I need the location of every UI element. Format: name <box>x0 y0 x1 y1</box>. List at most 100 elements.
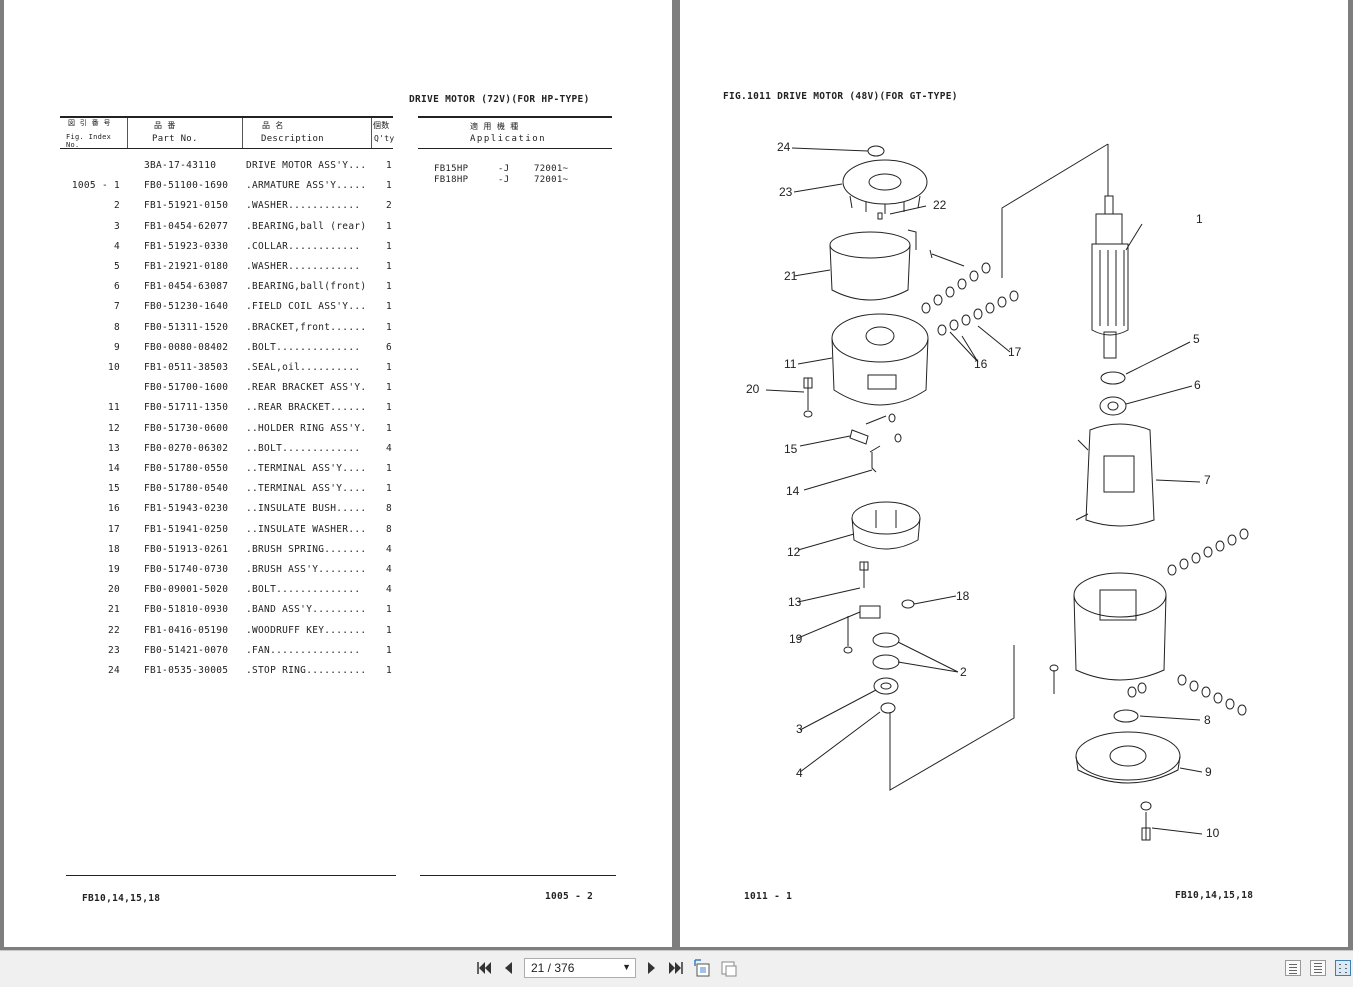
quantity-cell: 1 <box>386 422 393 434</box>
part-number-cell: FB0-51780-0540 <box>144 483 229 495</box>
exploded-diagram <box>765 143 1249 841</box>
callout-17: 17 <box>1008 345 1022 359</box>
description-cell: .STOP RING.......... <box>246 665 367 676</box>
index-cell: 6 <box>113 281 120 293</box>
part-number-cell: FB1-51943-0230 <box>144 503 229 515</box>
part-number-cell: FB0-51740-0730 <box>144 564 229 575</box>
callout-10: 10 <box>1206 826 1220 840</box>
index-cell: 9 <box>113 341 120 353</box>
part-number-cell: 3BA-17-43110 <box>144 160 217 171</box>
left-footer-series: FB10,14,15,18 <box>82 893 161 904</box>
next-page-button[interactable] <box>642 958 662 978</box>
description-cell: ..BOLT............. <box>246 442 361 454</box>
description-cell: .BEARING,ball (rear) <box>246 220 367 232</box>
description-cell: ..TERMINAL ASS'Y.... <box>246 483 367 495</box>
index-cell: 1005 - 1 <box>71 180 120 192</box>
part-number-cell: FB1-0535-30005 <box>144 665 229 676</box>
description-cell: .BAND ASS'Y......... <box>246 604 367 616</box>
qty-header: Q'ty <box>374 134 395 143</box>
first-page-button[interactable] <box>474 958 494 978</box>
part-number-cell: FB0-51421-0070 <box>144 644 229 656</box>
right-footer-page: 1011 - 1 <box>744 891 793 902</box>
callout-4: 4 <box>796 766 803 780</box>
two-page-view-button[interactable] <box>1335 960 1351 976</box>
part-number-cell: FB0-0080-08402 <box>144 341 229 353</box>
quantity-cell: 1 <box>386 220 393 232</box>
part-number-cell: FB1-0416-05190 <box>144 624 229 636</box>
index-cell: 2 <box>113 200 120 212</box>
index-cell: 17 <box>107 523 120 535</box>
quantity-cell: 1 <box>386 160 393 171</box>
part-number-cell: FB0-51913-0261 <box>144 543 229 555</box>
left-page: DRIVE MOTOR (72V)(FOR HP-TYPE) 図 引 番 号 F… <box>4 0 672 947</box>
description-cell: .WOODRUFF KEY....... <box>246 624 367 636</box>
table-row: FB0-51700-1600.REAR BRACKET ASS'Y.1 <box>4 382 404 396</box>
quantity-cell: 1 <box>386 240 393 252</box>
callout-19: 19 <box>789 632 803 646</box>
index-cell: 15 <box>107 483 120 495</box>
index-cell: 21 <box>107 604 120 616</box>
description-cell: DRIVE MOTOR ASS'Y... <box>246 160 367 171</box>
quantity-cell: 1 <box>386 604 393 616</box>
part-number-cell: FB0-51730-0600 <box>144 422 229 434</box>
app-header-jp: 適 用 機 種 <box>470 122 519 131</box>
quantity-cell: 1 <box>386 624 393 636</box>
prev-page-button[interactable] <box>498 958 518 978</box>
part-number-cell: FB0-51100-1690 <box>144 180 229 192</box>
callout-23: 23 <box>779 185 793 199</box>
callout-11: 11 <box>784 357 797 371</box>
last-page-button[interactable] <box>666 958 686 978</box>
single-page-view-button[interactable] <box>1285 960 1301 976</box>
callout-5: 5 <box>1193 332 1200 346</box>
first-page-icon <box>477 962 491 974</box>
table-row: 3BA-17-43110 DRIVE MOTOR ASS'Y... 1 <box>4 160 404 174</box>
callout-24: 24 <box>777 140 791 154</box>
quantity-cell: 1 <box>386 463 393 474</box>
description-cell: .REAR BRACKET ASS'Y. <box>246 382 367 394</box>
callout-3: 3 <box>796 722 803 736</box>
index-cell: 4 <box>113 240 120 252</box>
index-cell: 14 <box>107 463 120 474</box>
next-page-icon <box>648 962 655 974</box>
table-row: 22 FB1-0416-05190 .WOODRUFF KEY....... 1 <box>4 625 404 639</box>
part-number-cell: FB0-09001-5020 <box>144 584 229 596</box>
part-number-cell: FB0-51711-1350 <box>144 402 229 414</box>
part-header-jp: 品 番 <box>154 121 176 130</box>
left-footer-page: 1005 - 2 <box>545 891 594 902</box>
callout-15: 15 <box>784 442 798 456</box>
right-footer-series: FB10,14,15,18 <box>1175 890 1254 901</box>
index-cell: 5 <box>113 261 120 272</box>
quantity-cell: 4 <box>386 584 393 596</box>
right-page: FIG.1011 DRIVE MOTOR (48V)(FOR GT-TYPE) <box>680 0 1348 947</box>
index-cell: 18 <box>107 543 120 555</box>
quantity-cell: 1 <box>386 665 393 676</box>
part-number-cell: FB0-51230-1640 <box>144 301 229 313</box>
part-number-cell: FB0-51700-1600 <box>144 382 229 394</box>
part-number-cell: FB0-51780-0550 <box>144 463 229 474</box>
description-cell: .BOLT.............. <box>246 341 361 353</box>
index-cell: 10 <box>107 362 120 373</box>
page-number-select[interactable]: 21 / 376 ▼ <box>524 958 636 978</box>
callout-13: 13 <box>788 595 802 609</box>
index-cell: 22 <box>107 624 120 636</box>
fit-page-button[interactable] <box>693 958 713 978</box>
viewer-toolbar: 21 / 376 ▼ <box>0 950 1353 987</box>
continuous-view-button[interactable] <box>1310 960 1326 976</box>
quantity-cell: 8 <box>386 523 393 535</box>
quantity-cell: 1 <box>386 301 393 313</box>
index-header: Fig. Index No. <box>66 133 112 149</box>
fit-width-button[interactable] <box>719 958 739 978</box>
index-cell: 7 <box>113 301 120 313</box>
index-cell: 19 <box>107 564 120 575</box>
callout-21: 21 <box>784 269 798 283</box>
